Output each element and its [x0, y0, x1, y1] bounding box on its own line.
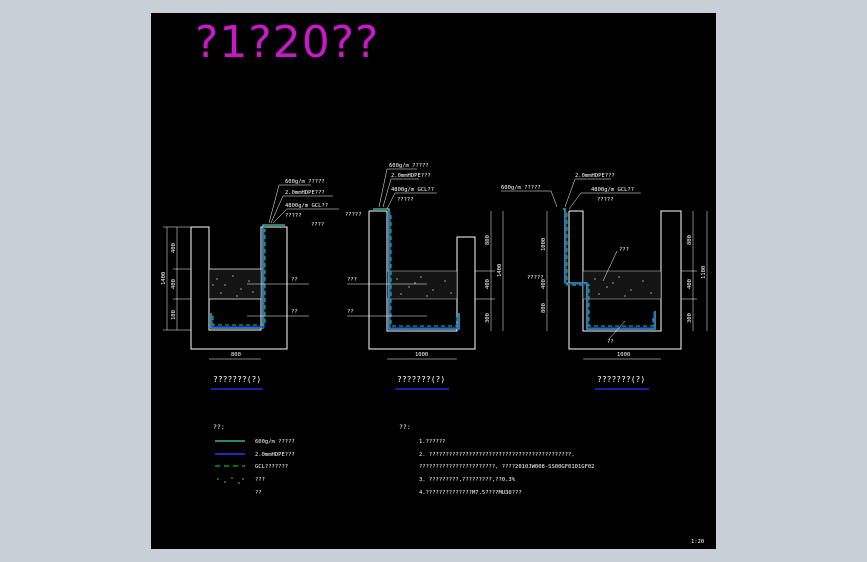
section-2-label-gcl: 4800g/m GCL??	[391, 187, 434, 193]
section-1-hdpe-liner	[211, 227, 265, 328]
section-1-wall-outline	[190, 226, 288, 350]
section-2-caption: ???????(?)	[397, 375, 445, 384]
section-3-dim-1: 1000	[541, 238, 547, 251]
section-3-label-sub2: ?????	[527, 275, 544, 281]
section-3-geotextile	[563, 208, 656, 330]
section-1-fill-upper: ??	[291, 277, 298, 283]
section-3-caption: ???????(?)	[597, 375, 645, 384]
section-3-dim-right-1: 800	[687, 235, 693, 245]
section-2-wall-outline	[368, 210, 476, 350]
legend: ??: 600g/m ????? 2.0mmHDPE??? GCL???????…	[213, 423, 295, 496]
section-3-dim-right-3: 300	[687, 313, 693, 323]
notes-line-2: 2. ?????????????????????????????????????…	[419, 452, 575, 458]
legend-item-hdpe: 2.0mmHDPE???	[255, 452, 295, 458]
section-1-label-gcl: 4800g/m GCL??	[285, 203, 328, 209]
section-2-gravel-layer	[386, 270, 458, 300]
section-3-label-gcl: 4800g/m GCL??	[591, 187, 634, 193]
section-2-dim-bottom: 1000	[415, 352, 428, 358]
section-1-label-sub2: ????	[311, 222, 324, 228]
section-2-gravel-hatch	[396, 276, 452, 297]
section-1-gcl-liner	[212, 229, 266, 326]
notes-line-3: ???????????????????????, ????2010JW008-S…	[419, 464, 595, 470]
section-2-label-hdpe: 2.0mmHDPE???	[391, 173, 431, 179]
legend-item-gravel: ???	[255, 477, 265, 483]
section-1-label-hdpe: 2.0mmHDPE???	[285, 190, 325, 196]
drawing-sheet: ?1?20?? 400 400 100 1400 800	[151, 13, 716, 549]
section-3-gravel-hatch	[594, 276, 652, 297]
section-1-dim-bottom: 800	[231, 352, 241, 358]
section-1-leader-hdpe	[270, 195, 333, 224]
section-3-dim-2: 400	[541, 279, 547, 289]
drawing-title: ?1?20??	[195, 17, 379, 68]
section-2: 800 400 300 1400 1000 600g/m ????? 2.0mm…	[345, 163, 504, 390]
section-2-dim-1: 800	[485, 235, 491, 245]
section-3-leader-hdpe	[564, 178, 611, 208]
section-3-dim-right-2: 400	[687, 279, 693, 289]
section-2-dim-2: 400	[485, 279, 491, 289]
section-3-label-sub1: ?????	[597, 197, 614, 203]
section-3-leader-lower	[608, 320, 626, 340]
section-2-hdpe-liner	[389, 212, 459, 329]
section-2-geotextile	[373, 208, 460, 330]
section-2-leader-geo	[378, 168, 417, 208]
legend-item-geotextile: 600g/m ?????	[255, 439, 295, 445]
section-3-wall-outline	[568, 210, 682, 350]
legend-item-soil: ??	[255, 490, 262, 496]
section-3-fill-upper: ???	[619, 247, 629, 253]
section-1-fill-lower: ??	[291, 309, 298, 315]
notes: ??: 1.?????? 2. ????????????????????????…	[399, 423, 595, 496]
section-1-dim-2: 400	[171, 279, 177, 289]
section-1-leader-gcl	[272, 208, 339, 224]
section-3-leader-upper	[602, 250, 618, 282]
section-3-leader-gcl	[568, 192, 641, 210]
section-3-dim-3: 800	[541, 303, 547, 313]
section-2-label-geo: 600g/m ?????	[389, 163, 429, 169]
section-3-label-hdpe: 2.0mmHDPE???	[575, 173, 615, 179]
section-3-fill-lower: ??	[607, 339, 614, 345]
drawing-scale: 1:20	[691, 539, 704, 545]
section-3-hdpe-liner	[565, 211, 655, 329]
cad-drawing: ?1?20?? 400 400 100 1400 800	[161, 17, 708, 545]
section-1: 400 400 100 1400 800 600g/m ????? 2.0mmH…	[161, 179, 339, 390]
legend-heading: ??:	[213, 423, 225, 431]
section-2-fill-upper: ???	[347, 277, 357, 283]
section-1-dim-1: 400	[171, 243, 177, 253]
section-3-leader-geo	[501, 190, 558, 208]
legend-item-gcl: GCL???????	[255, 464, 288, 470]
section-1-gravel-hatch	[212, 275, 254, 297]
notes-line-5: 4.??????????????M7.5????MU30???	[419, 490, 522, 496]
section-3-label-geo: 600g/m ?????	[501, 185, 541, 191]
section-1-caption: ???????(?)	[213, 375, 261, 384]
section-3-dim-right-total: 1100	[701, 266, 707, 279]
notes-line-4: 3. ?????????,?????????,??0.3%	[419, 477, 516, 483]
section-1-label-sub1: ?????	[285, 213, 302, 219]
gravel-hatch-icon	[217, 477, 244, 484]
section-3: 1000 400 800 800 400 300 1100 1000 600g/…	[501, 173, 708, 390]
section-2-gcl-liner	[390, 215, 458, 327]
section-2-fill-lower: ??	[347, 309, 354, 315]
section-1-label-geo: 600g/m ?????	[285, 179, 325, 185]
notes-heading: ??:	[399, 423, 411, 431]
section-3-gravel-layer	[582, 270, 662, 300]
section-3-gcl-liner	[566, 213, 654, 327]
section-3-dim-bottom: 1000	[617, 352, 630, 358]
section-2-dim-3: 300	[485, 313, 491, 323]
section-1-dim-3: 100	[171, 310, 177, 320]
section-1-dim-total: 1400	[161, 272, 167, 285]
section-2-label-sub1: ?????	[397, 197, 414, 203]
section-2-label-sub2: ?????	[345, 212, 362, 218]
notes-line-1: 1.??????	[419, 439, 446, 445]
section-1-leader-geo	[268, 184, 311, 224]
section-2-leader-gcl	[386, 192, 437, 210]
section-2-leader-hdpe	[382, 178, 419, 208]
section-2-dim-total: 1400	[497, 264, 503, 277]
section-1-geotextile	[210, 224, 285, 329]
